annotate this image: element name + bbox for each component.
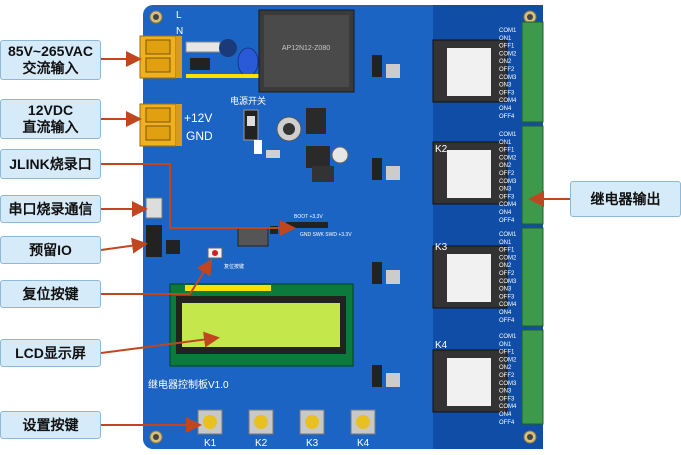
relay-pin-label: OFF2 (499, 373, 515, 379)
relay-pin-label: ON3 (499, 389, 512, 395)
serial-port (145, 197, 163, 219)
relay-pin-label: OFF4 (499, 218, 515, 224)
relay-pin-label: COM2 (499, 255, 517, 261)
channel-switches (372, 55, 400, 387)
relay-pin-label: ON4 (499, 210, 512, 216)
relay-pin-label: OFF1 (499, 148, 515, 154)
swd-silk: GND SWK SWD +3.3V (300, 232, 352, 238)
dc-plus: +12V (184, 111, 212, 125)
relay-pin-labels: COM1ON1OFF1COM2ON2OFF2COM3ON3OFF3COM4ON4… (499, 28, 517, 426)
relay-pin-label: ON2 (499, 163, 512, 169)
lcd-module (169, 283, 354, 367)
relay-pin-label: COM4 (499, 302, 517, 308)
relay-pin-label: ON2 (499, 263, 512, 269)
callout-reset: 复位按键 (0, 280, 101, 308)
boot-silk: BOOT +3.3V (294, 214, 323, 220)
relay-pin-label: COM1 (499, 232, 517, 238)
relay-pin-label: COM3 (499, 279, 517, 285)
relay-pin-label: COM2 (499, 51, 517, 57)
relay-pin-label: OFF4 (499, 114, 515, 120)
reset-silk: 复位按键 (224, 263, 244, 270)
relay-pin-label: ON4 (499, 310, 512, 316)
relay-k3-label: K3 (435, 242, 448, 253)
relay-pin-label: COM4 (499, 98, 517, 104)
callout-lcd: LCD显示屏 (0, 339, 101, 367)
callout-dc-input: 12VDC 直流输入 (0, 99, 101, 139)
relay-pin-label: OFF3 (499, 90, 515, 96)
output-terminals (521, 21, 544, 425)
svg-text:AP12N12-Z080: AP12N12-Z080 (282, 45, 330, 52)
relay-k4-label: K4 (435, 340, 448, 351)
relay-pin-label: OFF4 (499, 318, 515, 324)
key-k4-label: K4 (357, 438, 370, 449)
relay-pin-label: COM3 (499, 381, 517, 387)
relay-pin-label: OFF3 (499, 294, 515, 300)
relay-pin-label: ON3 (499, 187, 512, 193)
relay-pin-label: OFF3 (499, 194, 515, 200)
power-module: AP12N12-Z080 (258, 9, 355, 93)
callout-arrows (100, 51, 570, 433)
relay-pin-label: OFF1 (499, 248, 515, 254)
relay-pin-label: OFF2 (499, 171, 515, 177)
callout-reserved-io: 预留IO (0, 236, 101, 264)
relay-pin-label: ON3 (499, 287, 512, 293)
dc-gnd: GND (186, 129, 213, 143)
dc-line1: 12VDC (27, 102, 74, 118)
relay-pin-label: OFF1 (499, 350, 515, 356)
relay-pin-label: ON2 (499, 59, 512, 65)
relay-pin-label: COM4 (499, 404, 517, 410)
callout-ac-input: 85V~265VAC 交流输入 (0, 40, 101, 80)
relay-pin-label: OFF1 (499, 44, 515, 50)
relay-pin-label: OFF4 (499, 420, 515, 426)
relay-pin-label: ON4 (499, 106, 512, 112)
relay-pin-label: ON1 (499, 240, 512, 246)
reserved-io-header (146, 225, 162, 257)
callout-settings: 设置按键 (0, 411, 101, 439)
power-switch-label: 电源开关 (230, 95, 266, 106)
relay-pin-label: ON1 (499, 342, 512, 348)
relay-pin-label: COM1 (499, 132, 517, 138)
relay-pin-label: COM1 (499, 28, 517, 34)
relay-pin-label: ON1 (499, 36, 512, 42)
relay-pin-label: COM1 (499, 334, 517, 340)
setting-keys (197, 409, 376, 435)
relay-pin-label: ON3 (499, 83, 512, 89)
callout-jlink: JLINK烧录口 (0, 149, 101, 179)
relay-pin-label: COM2 (499, 357, 517, 363)
board-title: 继电器控制板V1.0 (148, 378, 229, 391)
key-k1-label: K1 (204, 438, 217, 449)
relay-pin-label: COM4 (499, 202, 517, 208)
relays (432, 39, 508, 413)
relay-pin-label: ON1 (499, 140, 512, 146)
callout-relay-output: 继电器输出 (570, 181, 681, 217)
key-k2-label: K2 (255, 438, 268, 449)
ac-terminal (139, 35, 182, 79)
key-k3-label: K3 (306, 438, 319, 449)
ac-line1: 85V~265VAC (8, 43, 93, 59)
terminal-N: N (176, 26, 183, 37)
relay-pin-label: COM3 (499, 179, 517, 185)
relay-pin-label: ON2 (499, 365, 512, 371)
terminal-L: L (176, 10, 182, 21)
dc-terminal (139, 103, 182, 147)
key-k4[interactable] (350, 409, 376, 435)
relay-pin-label: OFF3 (499, 396, 515, 402)
ac-line2: 交流输入 (22, 60, 79, 76)
relay-pin-label: OFF2 (499, 271, 515, 277)
relay-k2-label: K2 (435, 144, 448, 155)
dc-line2: 直流输入 (22, 119, 79, 135)
callout-serial: 串口烧录通信 (0, 195, 101, 223)
relay-pin-label: OFF2 (499, 67, 515, 73)
key-k3[interactable] (299, 409, 325, 435)
relay-pin-label: COM2 (499, 155, 517, 161)
relay-pin-label: ON4 (499, 412, 512, 418)
relay-pin-label: COM3 (499, 75, 517, 81)
